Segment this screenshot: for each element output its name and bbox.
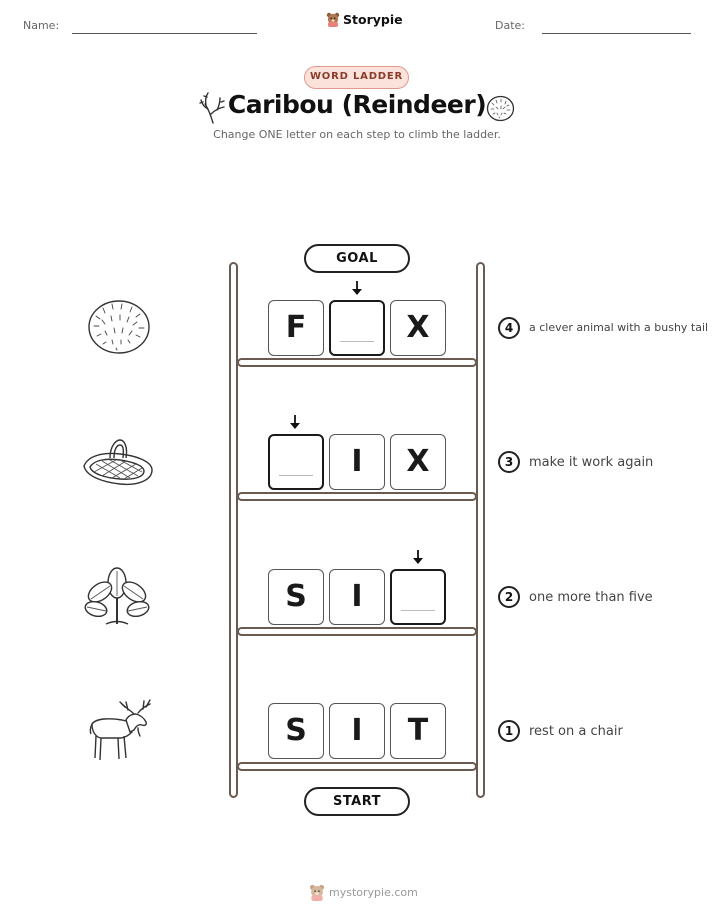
letter-tile: I — [329, 703, 385, 759]
brand-logo: Storypie — [326, 12, 403, 27]
goal-label: GOAL — [304, 244, 410, 273]
arrow-down-icon — [413, 550, 423, 564]
fur-ball-icon — [88, 300, 150, 354]
snowshoe-icon — [83, 439, 153, 486]
ladder-rung — [237, 492, 477, 501]
footer-url[interactable]: mystorypie.com — [329, 886, 418, 899]
letter-blank-input[interactable] — [329, 300, 385, 356]
letter-tile: F — [268, 300, 324, 356]
date-label: Date: — [495, 19, 525, 32]
letter-tile: I — [329, 434, 385, 490]
worksheet-instructions: Change ONE letter on each step to climb … — [213, 128, 501, 141]
date-field[interactable] — [542, 33, 691, 34]
moose-icon — [89, 699, 151, 761]
arrow-down-icon — [352, 281, 362, 295]
name-field[interactable] — [72, 33, 257, 34]
fur-tuft-icon — [486, 95, 515, 122]
clue-text: rest on a chair — [529, 724, 623, 739]
step-number: 1 — [498, 720, 520, 742]
clue-text: one more than five — [529, 590, 653, 605]
clue-text: make it work again — [529, 455, 654, 470]
footer: mystorypie.com — [309, 884, 418, 901]
ladder-rung — [237, 358, 477, 367]
letter-blank-input[interactable] — [268, 434, 324, 490]
letter-tile: T — [390, 703, 446, 759]
ladder-rung — [237, 762, 477, 771]
storypie-bear-icon — [326, 12, 340, 27]
storypie-bear-icon — [309, 884, 325, 901]
letter-tile: S — [268, 703, 324, 759]
name-label: Name: — [23, 19, 60, 32]
letter-tile: X — [390, 434, 446, 490]
ladder-left-rail — [229, 262, 238, 798]
arrow-down-icon — [290, 415, 300, 429]
letter-tile: S — [268, 569, 324, 625]
step-number: 2 — [498, 586, 520, 608]
worksheet-title: Caribou (Reindeer) — [227, 90, 487, 119]
worksheet-type-badge: WORD LADDER — [304, 66, 409, 89]
letter-tile: I — [329, 569, 385, 625]
step-number: 3 — [498, 451, 520, 473]
antler-icon — [199, 92, 225, 124]
brand-name: Storypie — [343, 12, 403, 27]
clue-text: a clever animal with a bushy tail — [529, 321, 709, 334]
letter-blank-input[interactable] — [390, 569, 446, 625]
plant-icon — [84, 567, 150, 625]
step-number: 4 — [498, 317, 520, 339]
ladder-right-rail — [476, 262, 485, 798]
start-label: START — [304, 787, 410, 816]
ladder-rung — [237, 627, 477, 636]
letter-tile: X — [390, 300, 446, 356]
